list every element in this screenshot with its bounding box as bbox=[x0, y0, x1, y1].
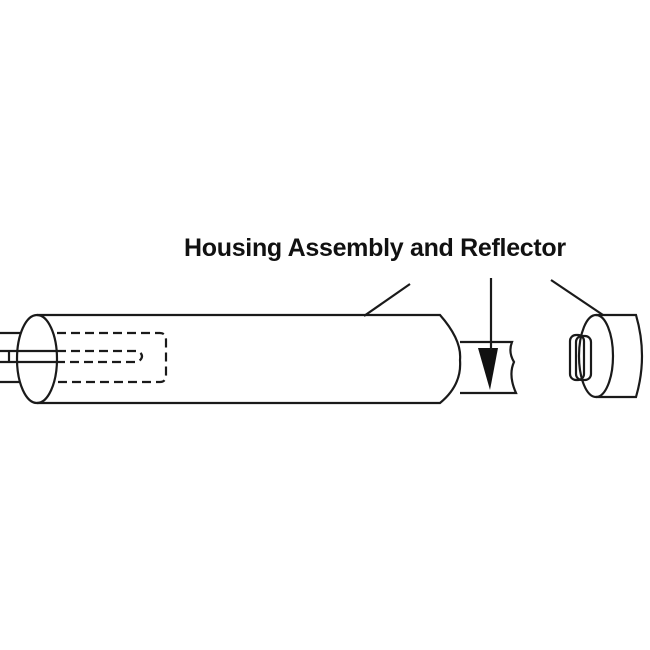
tube-stub bbox=[460, 340, 518, 395]
leader-lines bbox=[363, 278, 604, 350]
reflector-cap bbox=[568, 313, 644, 399]
inner-battery-dashed bbox=[57, 331, 168, 384]
arrow-head-icon bbox=[478, 348, 498, 390]
protruding-rod bbox=[0, 331, 57, 384]
callout-label: Housing Assembly and Reflector bbox=[184, 234, 566, 262]
housing-tube bbox=[15, 313, 462, 405]
